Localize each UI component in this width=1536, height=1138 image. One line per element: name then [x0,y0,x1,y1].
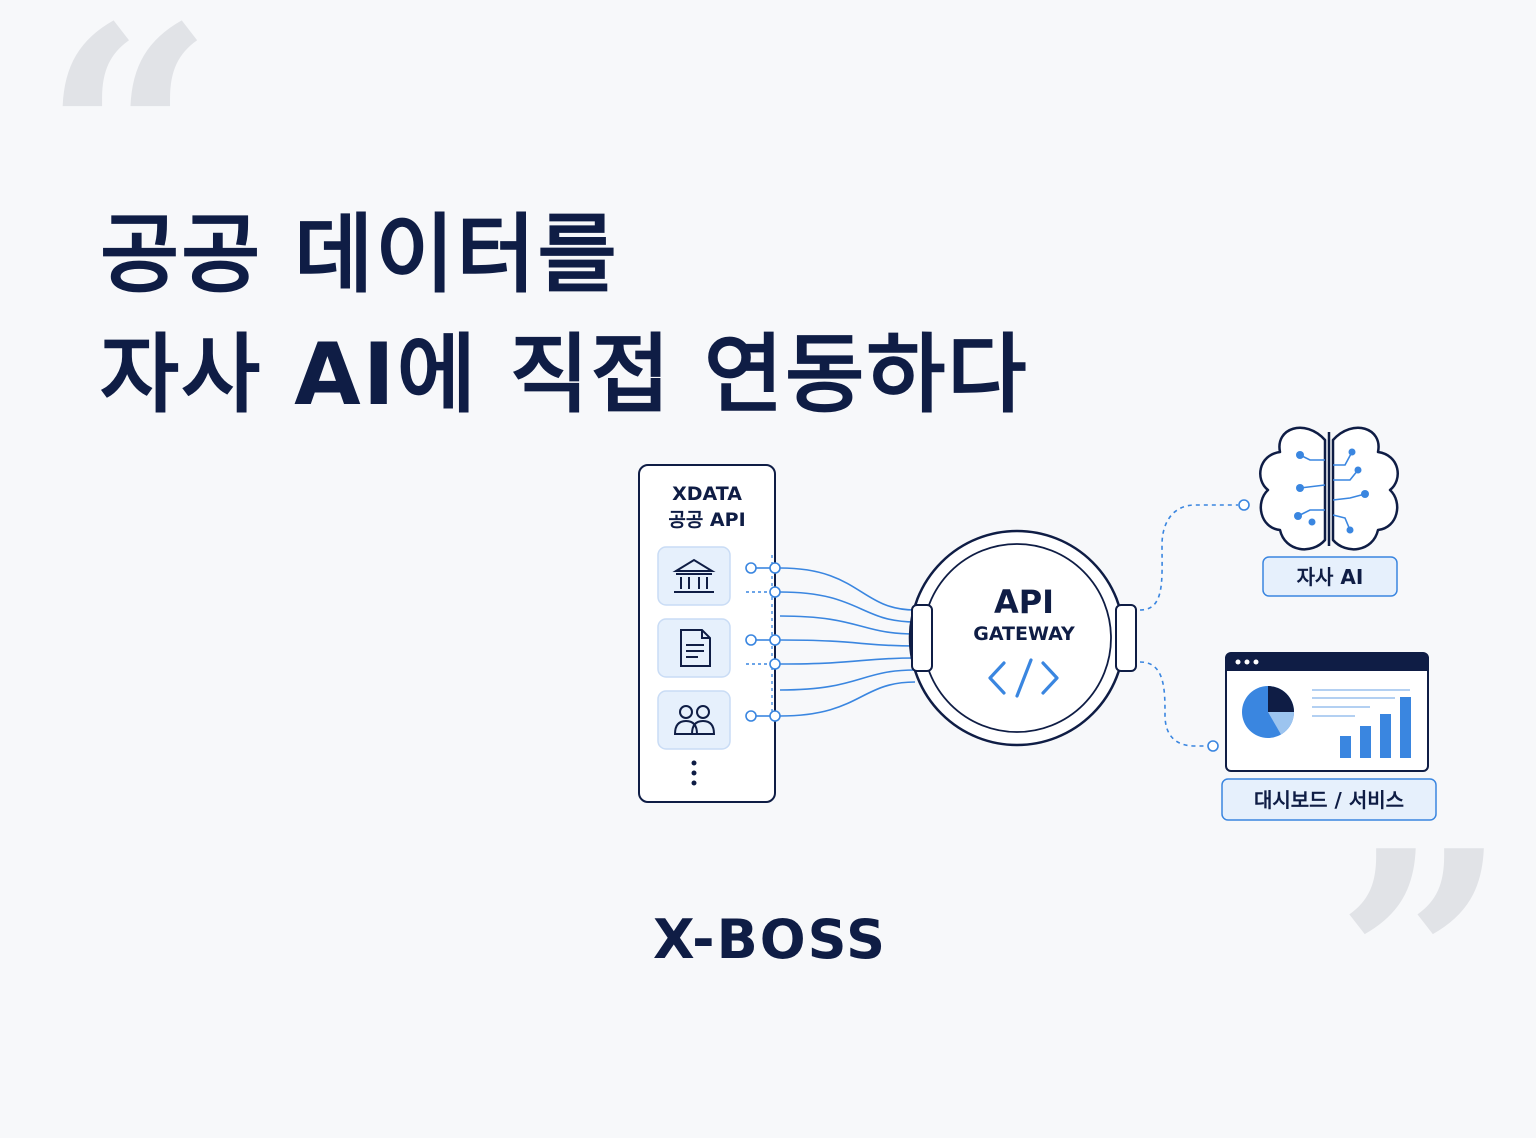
users-icon [673,705,716,735]
brand-logo: X-BOSS [652,908,888,971]
integration-diagram: XDATA 공공 API [638,426,1437,821]
headline-line-2: 자사 AI에 직접 연동하다 [100,325,1029,425]
brain-circuit-icon [1259,426,1399,551]
gateway-subtitle: GATEWAY [973,623,1075,645]
dashboard-chart-icon [1225,652,1429,772]
api-gateway: API GATEWAY [908,529,1137,747]
ai-target-label: 자사 AI [1297,565,1364,589]
source-item-document[interactable] [657,618,731,678]
code-icon [988,658,1059,698]
source-panel-subtitle: 공공 API [668,509,745,531]
government-building-icon [672,558,716,593]
dashboard-target-label: 대시보드 / 서비스 [1254,788,1404,812]
source-item-users[interactable] [657,690,731,750]
source-item-government[interactable] [657,546,731,606]
dashboard-target: 대시보드 / 서비스 [1221,652,1437,821]
source-panel-title: XDATA [672,483,742,505]
vertical-ellipsis-icon [691,760,697,786]
headline-line-1: 공공 데이터를 [100,205,619,305]
headline: 공공 데이터를 자사 AI에 직접 연동하다 [100,195,1028,435]
gateway-title: API [994,583,1054,621]
connector-lines [745,499,1250,752]
source-panel: XDATA 공공 API [638,464,776,803]
ai-target: 자사 AI [1259,426,1399,597]
document-icon [680,629,711,667]
open-quote-mark: “ [42,0,215,314]
